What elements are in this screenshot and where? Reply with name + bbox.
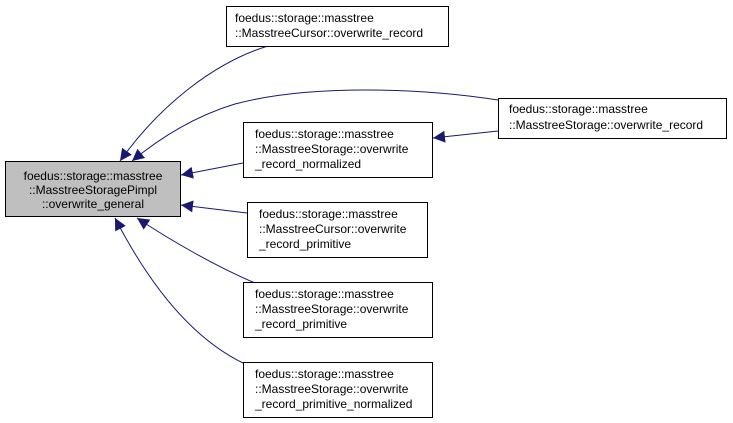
node-label-line: ::MasstreeStorage::overwrite [255, 302, 409, 316]
node-label-line: ::MasstreeCursor::overwrite [259, 222, 407, 236]
node-label-line: ::overwrite_general [42, 197, 144, 211]
node-label-line: ::MasstreeCursor::overwrite_record [235, 26, 423, 40]
edge-storage-overwrite-record-to-general [131, 89, 499, 162]
node-cursor-overwrite-record-primitive[interactable]: foedus::storage::masstree ::MasstreeCurs… [247, 202, 428, 258]
node-label-line: _record_primitive [258, 237, 351, 251]
edge-cursor-overwrite-record-to-general [119, 45, 269, 162]
node-label-line: ::MasstreeStoragePimpl [29, 183, 157, 197]
node-box [243, 282, 433, 338]
node-label-line: foedus::storage::masstree [255, 287, 394, 301]
edges-layer [114, 45, 499, 365]
node-label-line: foedus::storage::masstree [255, 127, 394, 141]
node-box [498, 98, 727, 139]
node-label-line: _record_primitive_normalized [254, 397, 412, 411]
nodes-layer: foedus::storage::masstree ::MasstreeStor… [5, 6, 727, 418]
node-storage-overwrite-record-normalized[interactable]: foedus::storage::masstree ::MasstreeStor… [243, 122, 433, 178]
node-box [243, 122, 433, 178]
node-box [5, 161, 181, 217]
node-label-line: foedus::storage::masstree [259, 207, 398, 221]
node-label-line: ::MasstreeStorage::overwrite_record [509, 118, 703, 132]
node-label-line: foedus::storage::masstree [509, 102, 648, 116]
node-storage-overwrite-record-primitive[interactable]: foedus::storage::masstree ::MasstreeStor… [243, 282, 433, 338]
edge-storage-overwrite-record-primitive-normalized-to-general [114, 217, 246, 365]
node-box [226, 6, 449, 47]
node-storage-overwrite-record-primitive-normalized[interactable]: foedus::storage::masstree ::MasstreeStor… [243, 362, 433, 418]
node-box [247, 202, 428, 258]
node-label-line: _record_primitive [254, 317, 347, 331]
node-cursor-overwrite-record[interactable]: foedus::storage::masstree ::MasstreeCurs… [226, 6, 449, 47]
node-label-line: foedus::storage::masstree [235, 11, 374, 25]
edge-storage-overwrite-record-primitive-to-general [136, 217, 256, 284]
node-label-line: _record_normalized [254, 157, 361, 171]
node-storage-overwrite-record[interactable]: foedus::storage::masstree ::MasstreeStor… [498, 98, 727, 139]
node-general[interactable]: foedus::storage::masstree ::MasstreeStor… [5, 161, 181, 217]
edge-storage-overwrite-record-normalized-to-general [180, 162, 244, 179]
edge-cursor-overwrite-record-primitive-to-general [180, 200, 248, 214]
node-label-line: ::MasstreeStorage::overwrite [255, 382, 409, 396]
node-label-line: foedus::storage::masstree [255, 367, 394, 381]
node-label-line: foedus::storage::masstree [24, 169, 163, 183]
node-box [243, 362, 433, 418]
edge-storage-overwrite-record-to-storage-overwrite-record-normalized [432, 130, 499, 143]
node-label-line: ::MasstreeStorage::overwrite [255, 142, 409, 156]
